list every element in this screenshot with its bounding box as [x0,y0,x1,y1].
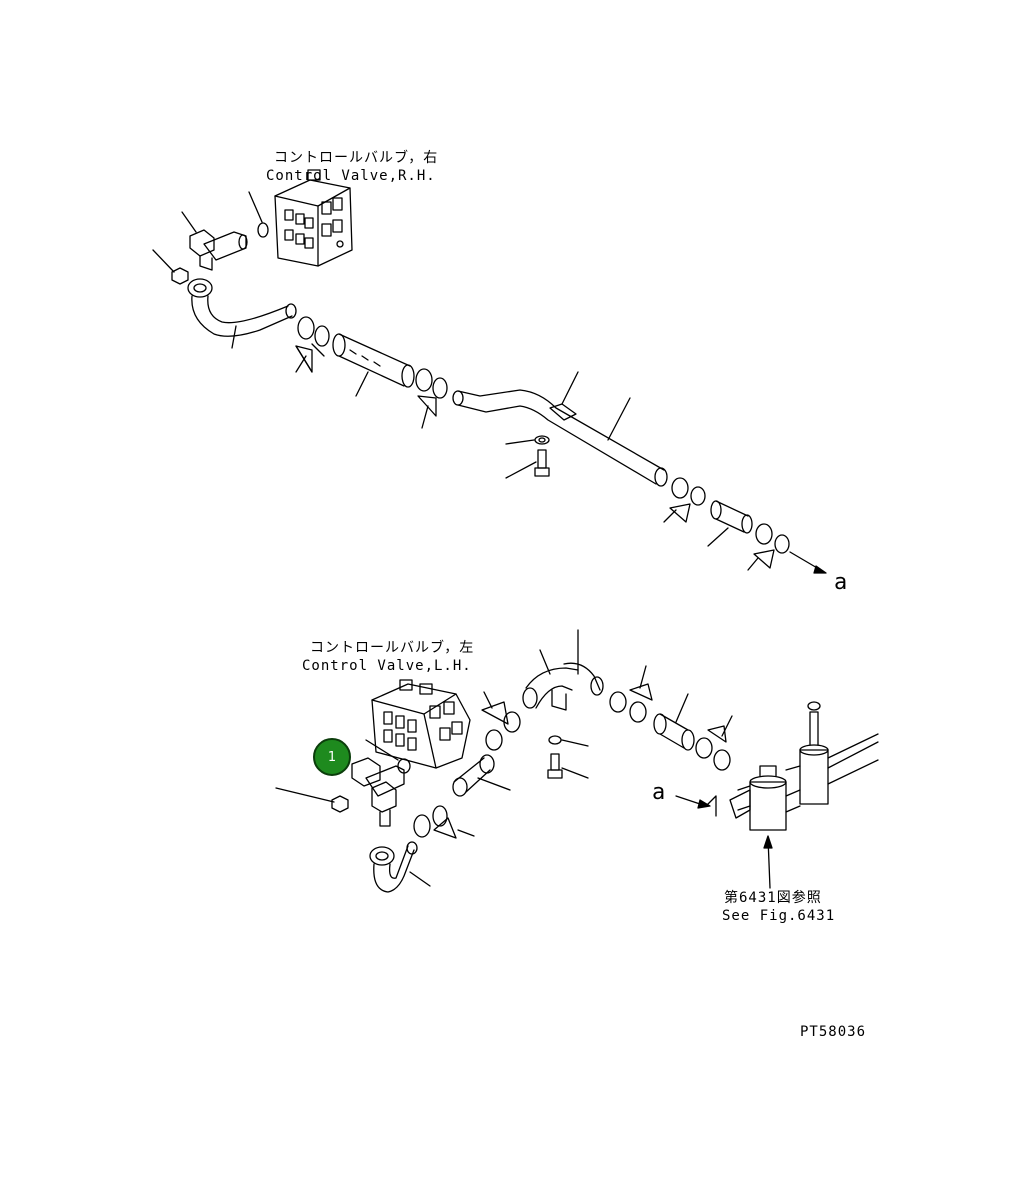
bent-pipe-long [452,371,668,487]
part-callout-1[interactable]: 1 [313,738,351,776]
drawing-id: PT58036 [800,1024,867,1040]
rh-valve-label-jp: コントロールバルブ，右 [274,150,439,166]
connector-a-label-top: a [834,570,848,595]
rh-valve-label-en: Control Valve,R.H. [266,168,436,184]
hose-1 [332,333,415,397]
hose-4 [653,693,695,751]
elbow-fitting-rh [181,211,248,271]
o-ring-rh [257,222,269,238]
control-valve-lh-drawing [371,679,471,769]
bent-pipe-rh [187,278,297,349]
lh-valve-label-jp: コントロールバルブ，左 [310,640,475,656]
elbow-pipe-lh [522,629,604,711]
reference-label-jp: 第6431図参照 [724,890,822,906]
connector-a-label-bottom: a [652,780,666,805]
bent-pipe-lh [369,841,431,893]
clamp-set-4 [747,523,827,574]
clamp-set-3 [663,477,706,523]
hose-3 [452,754,511,797]
bolt-rh [152,249,189,285]
control-valve-rh-drawing [274,169,353,267]
clamp-set-7 [609,665,653,723]
valve-block-assembly [729,701,879,889]
hose-2 [707,500,753,547]
bolt-washer-upper [505,435,550,479]
bolt-lh [275,787,349,813]
clamp-set-2 [415,368,448,429]
lh-valve-label-en: Control Valve,L.H. [302,658,472,674]
elbow-fitting-lh [351,757,405,827]
connector-a-arrow-lower [675,795,717,817]
clamp-set-6 [481,691,521,751]
clamp-set-1 [295,316,330,373]
bolt-washer-lower [547,735,589,779]
clamp-set-8 [695,715,733,771]
reference-label-en: See Fig.6431 [722,908,836,924]
clamp-set-5 [413,805,475,839]
